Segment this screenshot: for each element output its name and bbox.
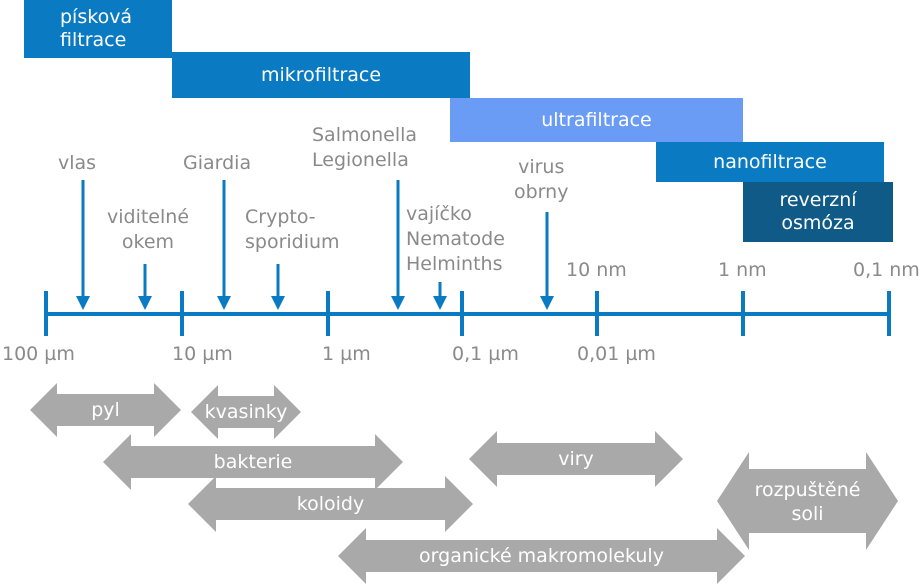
particle-label-vajicko: vajíčko Nematode Helminths: [406, 203, 505, 275]
sand-filtration-label: písková filtrace: [60, 6, 133, 51]
sand-filtration-bar: písková filtrace: [24, 0, 172, 58]
range-arrow-pyl: [30, 383, 181, 437]
range-arrow-soli: [717, 452, 898, 550]
range-arrow-viry: [469, 431, 683, 487]
particle-label-virus: virus obrny: [514, 156, 569, 203]
nanofiltration-label: nanofiltrace: [713, 150, 827, 173]
pointer-arrow-okem-head: [138, 296, 152, 310]
reverse-osmosis-label: reverzní osmóza: [779, 189, 857, 234]
scale-label-0-1um: 0,1 µm: [452, 343, 519, 365]
particle-label-okem: viditelné okem: [107, 206, 190, 253]
range-label-koloidy: koloidy: [296, 493, 365, 515]
range-label-pyl: pyl: [91, 399, 120, 421]
pointer-arrow-giardia-head: [217, 296, 231, 310]
scale-label-1um: 1 µm: [322, 343, 371, 365]
pointer-arrow-vajicko-head: [433, 296, 447, 310]
range-label-organicke: organické makromolekuly: [419, 545, 664, 567]
nanofiltration-bar: nanofiltrace: [656, 142, 884, 182]
pointer-arrow-crypto-head: [271, 296, 285, 310]
range-label-soli: rozpuštěné soli: [754, 479, 861, 525]
scale-label-0-01um: 0,01 µm: [577, 343, 656, 365]
scale-label-1nm: 1 nm: [718, 259, 767, 281]
pointer-arrow-salmonella-head: [391, 296, 405, 310]
reverse-osmosis-bar: reverzní osmóza: [743, 182, 893, 242]
scale-label-10um: 10 µm: [172, 343, 233, 365]
particle-label-giardia: Giardia: [183, 152, 252, 174]
scale-label-10nm: 10 nm: [566, 259, 627, 281]
microfiltration-bar: mikrofiltrace: [172, 52, 470, 98]
ultrafiltration-label: ultrafiltrace: [541, 108, 652, 131]
pointer-arrow-virus-head: [540, 296, 554, 310]
scale-label-0-1nm: 0,1 nm: [853, 259, 920, 281]
particle-label-crypto: Crypto- sporidium: [245, 206, 340, 253]
range-arrow-organicke: [338, 528, 745, 584]
ultrafiltration-bar: ultrafiltrace: [450, 98, 743, 142]
range-arrow-kvasinky: [191, 385, 301, 439]
range-arrow-koloidy: [188, 476, 473, 532]
range-label-viry: viry: [558, 448, 594, 470]
pointer-arrow-vlas-head: [76, 296, 90, 310]
microfiltration-label: mikrofiltrace: [260, 63, 382, 86]
particle-label-vlas: vlas: [58, 152, 97, 174]
range-arrow-bakterie: [103, 434, 403, 490]
scale-label-100um: 100 µm: [2, 343, 75, 365]
particle-label-salmonella: Salmonella Legionella: [312, 124, 418, 171]
range-label-kvasinky: kvasinky: [204, 401, 288, 423]
range-label-bakterie: bakterie: [213, 451, 293, 473]
